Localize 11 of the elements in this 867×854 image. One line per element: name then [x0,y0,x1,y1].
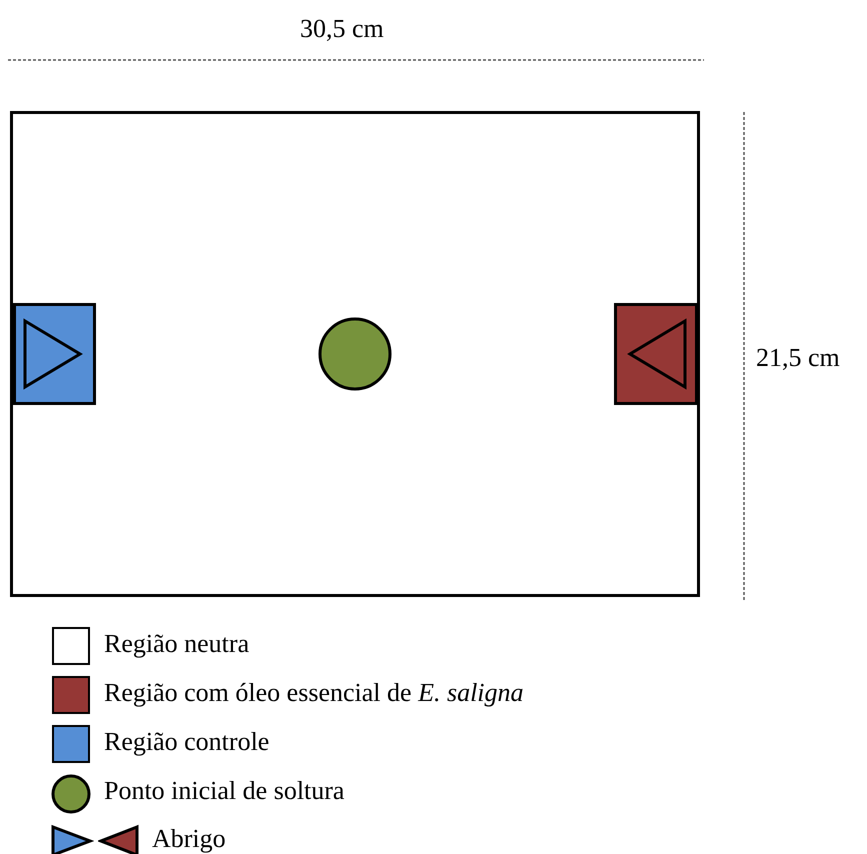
legend-label: Região neutra [104,629,250,659]
control-region [13,303,96,405]
dimension-label: 21,5 cm [756,343,840,373]
legend-label: Abrigo [152,824,226,854]
legend-label: Região controle [104,727,270,757]
legend-label: Região com óleo essencial de E. saligna [104,678,524,708]
release-point [318,317,392,391]
arena-border [10,111,700,597]
legend-label: Ponto inicial de soltura [104,776,344,806]
oil-region [614,303,698,405]
dimension-label: 30,5 cm [300,14,384,44]
